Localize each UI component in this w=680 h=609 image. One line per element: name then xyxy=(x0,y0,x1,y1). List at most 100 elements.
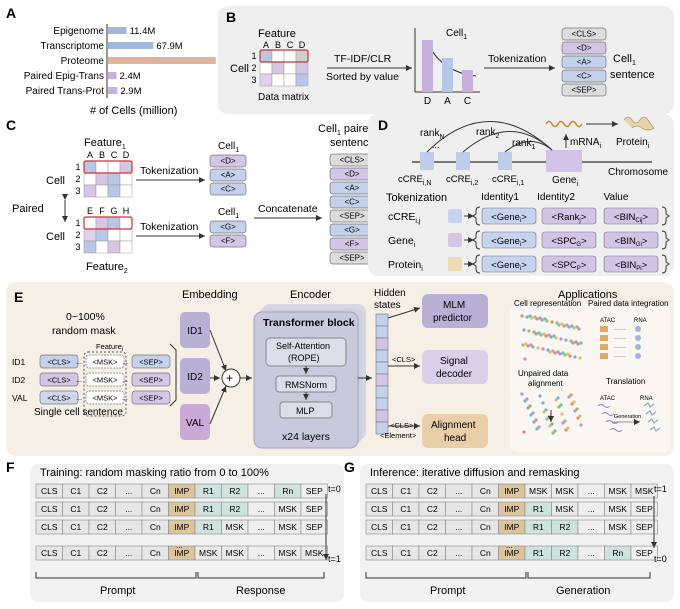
e-unpaired-dot xyxy=(567,395,571,399)
f-cell: IMP xyxy=(174,548,189,558)
c-token-bottom: <F> xyxy=(221,237,236,246)
panel-c-matrix-top xyxy=(83,160,133,198)
d-token-box xyxy=(541,231,597,249)
e-unpaired-dot xyxy=(578,414,582,418)
e-emb-label: ID2 xyxy=(187,372,203,383)
e-rna-track xyxy=(645,410,657,416)
panel-e-sentence: ID1<CLS><MSK><SEP>......ID2<CLS><MSK><SE… xyxy=(12,351,171,417)
c-paired-token: <C> xyxy=(344,198,359,207)
g-cell: ... xyxy=(588,486,595,496)
e-ellipsis: ... xyxy=(76,377,82,384)
g-cell: CLS xyxy=(371,522,388,532)
matrix-cell xyxy=(271,61,285,75)
panel-g-ellipsis: ... xyxy=(506,541,513,550)
e-token-box xyxy=(85,354,125,369)
e-cluster-dot xyxy=(576,342,580,346)
e-cluster-dot xyxy=(546,348,550,352)
d-brace-left xyxy=(472,206,481,226)
panel-b-letter: B xyxy=(226,9,236,25)
b-row-highlight xyxy=(259,49,309,63)
e-unpaired-dot xyxy=(534,418,538,422)
panel-e-encoder: Encoder xyxy=(290,289,331,301)
f-cell: ... xyxy=(258,504,265,514)
matrix-cell xyxy=(283,49,297,63)
e-unpaired-dot xyxy=(556,396,560,400)
g-cell: Rn xyxy=(612,548,623,558)
g-cell: R1 xyxy=(533,522,544,532)
e-unpaired-dot xyxy=(564,428,568,432)
g-cell: ... xyxy=(455,548,462,558)
f-cell: IMP xyxy=(174,504,189,514)
panel-e-mlm-box xyxy=(422,294,488,328)
e-pair-dots: ······ xyxy=(614,336,626,342)
d-token-box xyxy=(481,231,537,249)
a-bar-value: 2.9M xyxy=(120,86,141,97)
e-token-box xyxy=(131,390,171,405)
panel-d-cre-n-box xyxy=(420,152,434,170)
f-cell-box xyxy=(300,501,328,517)
panel-c-rows1: 123 xyxy=(75,162,80,196)
f-cell: Cn xyxy=(150,548,161,558)
c-col-label: C xyxy=(111,150,118,160)
c-row-highlight xyxy=(83,160,133,174)
panel-f-t0: t=0 xyxy=(328,484,341,494)
e-cluster-dot xyxy=(551,349,555,353)
e-cluster-dot xyxy=(561,351,565,355)
panel-c-tokens-top: <D><A><C> xyxy=(209,154,247,196)
a-bar-value: 2.4M xyxy=(120,71,141,82)
c-row-highlight xyxy=(83,216,133,230)
f-cell: ... xyxy=(125,504,132,514)
b-col-label: A xyxy=(263,40,269,50)
panel-e-signal-1: Signal xyxy=(440,356,468,367)
e-cluster-dot xyxy=(534,332,538,336)
c-col-label: B xyxy=(99,150,105,160)
f-cell-box xyxy=(300,519,328,535)
b-chart-cat: D xyxy=(424,96,431,107)
c-col-label: A xyxy=(87,150,93,160)
d-token-box xyxy=(481,255,537,273)
b-token: <SEP> xyxy=(571,86,597,95)
panel-e-hidden-states xyxy=(375,313,389,435)
panel-d-mrna: mRNAi xyxy=(570,137,601,150)
matrix-cell xyxy=(271,49,285,63)
e-token-box xyxy=(131,372,171,387)
panel-e-hidden-1: Hidden xyxy=(374,288,406,299)
panel-e-layers: x24 layers xyxy=(282,431,330,443)
panel-f-prompt-bracket xyxy=(35,572,197,579)
e-cluster-dot xyxy=(532,330,536,334)
e-emb-box xyxy=(180,404,210,440)
g-cell: IMP xyxy=(504,548,519,558)
e-unpaired-dot xyxy=(545,417,549,421)
b-token-box xyxy=(561,27,607,41)
panel-f: F Training: random masking ratio from 0 … xyxy=(6,459,344,602)
d-token: <BINCij> xyxy=(614,212,648,224)
panel-d-rows: cCREi,j<Genei><Rankj><BINCij>Genei<Genei… xyxy=(388,206,670,274)
e-cluster-dot xyxy=(564,338,568,342)
panel-c-cell-label-top: Cell xyxy=(46,175,65,187)
e-feature-highlight xyxy=(83,351,127,417)
f-cell: Cn xyxy=(150,522,161,532)
e-hidden-cell xyxy=(375,325,389,339)
matrix-cell xyxy=(95,240,109,254)
e-unpaired-dot xyxy=(559,403,563,407)
d-row-swatch xyxy=(448,257,462,271)
e-unpaired-dot xyxy=(576,416,580,420)
g-cell: MSK xyxy=(556,504,575,514)
panel-e-bracket xyxy=(169,343,177,407)
e-unpaired-dot xyxy=(528,404,532,408)
e-cluster-dot xyxy=(555,321,559,325)
panel-f-title: Training: random masking ratio from 0 to… xyxy=(40,467,269,479)
panel-d-letter: D xyxy=(378,117,388,133)
e-unpaired-dot xyxy=(520,392,524,396)
e-cluster-dot xyxy=(553,351,557,355)
g-cell: MSK xyxy=(635,486,654,496)
f-cell: R1 xyxy=(203,486,214,496)
e-token-box xyxy=(39,354,79,369)
a-bar xyxy=(108,87,118,94)
panel-c-paired-title-2: sentence xyxy=(330,137,375,149)
g-cell: MSK xyxy=(529,486,548,496)
